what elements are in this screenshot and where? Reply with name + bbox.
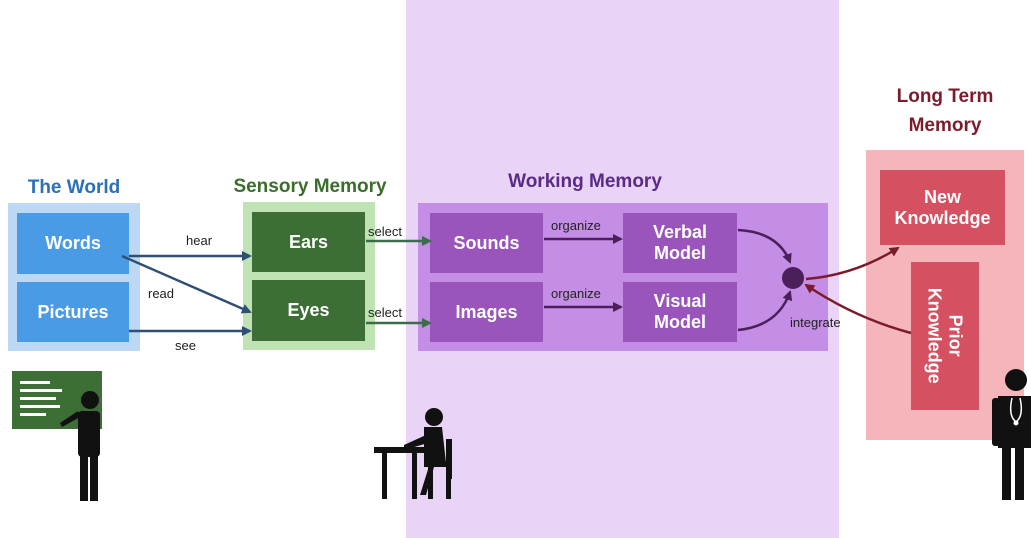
new-knowledge-box: New Knowledge [880, 170, 1005, 245]
organize-top-label: organize [551, 218, 601, 233]
sounds-box: Sounds [430, 213, 543, 273]
doctor-icon [992, 369, 1031, 500]
student-at-desk-icon [374, 408, 452, 499]
world-title: The World [27, 177, 121, 198]
verbal-model-box: Verbal Model [623, 213, 737, 273]
working-memory-title: Working Memory [508, 171, 662, 192]
see-label: see [175, 338, 196, 353]
select-top-label: select [368, 224, 402, 239]
integrate-label: integrate [790, 315, 841, 330]
select-bottom-label: select [368, 305, 402, 320]
teacher-at-board-icon [12, 371, 102, 501]
integrate-bottom-arrow [737, 290, 793, 332]
integration-node [782, 267, 804, 289]
integrate-top-arrow [737, 228, 792, 264]
images-box: Images [430, 282, 543, 342]
hear-label: hear [186, 233, 213, 248]
long-term-memory-title: Long Term Memory [896, 86, 994, 137]
read-arrow [121, 254, 252, 314]
to-new-knowledge-arrow [805, 246, 900, 281]
read-label: read [148, 286, 175, 301]
eyes-box: Eyes [252, 280, 365, 341]
sensory-memory-title: Sensory Memory [233, 176, 387, 197]
pictures-box: Pictures [17, 282, 129, 342]
organize-bottom-label: organize [551, 286, 601, 301]
ears-box: Ears [252, 212, 365, 272]
visual-model-box: Visual Model [623, 282, 737, 342]
from-prior-knowledge-arrow [804, 283, 912, 335]
words-box: Words [17, 213, 129, 274]
prior-knowledge-box: Prior Knowledge [911, 262, 979, 410]
